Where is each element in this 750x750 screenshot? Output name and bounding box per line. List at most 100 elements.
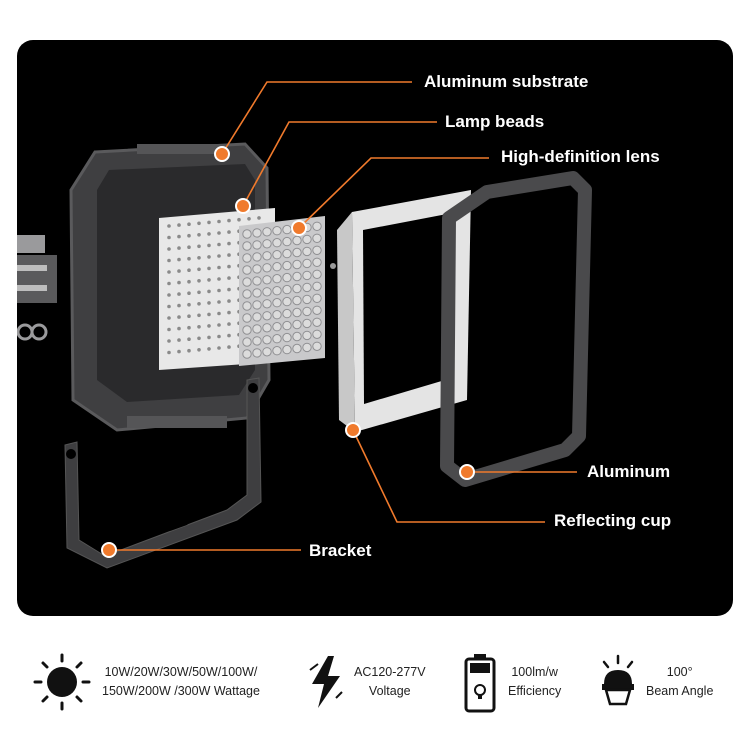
callout-dot-bracket <box>101 542 117 558</box>
spec-beam-angle: 100° Beam Angle <box>596 650 713 714</box>
lens-cell <box>282 296 292 307</box>
led-chip <box>227 276 231 280</box>
led-chip <box>207 312 211 317</box>
lens-cell <box>252 228 262 238</box>
led-chip <box>177 326 181 331</box>
led-chip <box>187 233 191 238</box>
spec-beam-angle-line1: 100° <box>666 665 693 679</box>
callout-label-lamp-beads: Lamp beads <box>445 112 545 131</box>
led-chip <box>197 313 201 318</box>
lens-cell <box>312 257 322 268</box>
led-chip <box>177 257 181 262</box>
beam-lamp-icon <box>602 654 634 706</box>
spec-efficiency-line2: Efficiency <box>508 684 562 698</box>
led-chip <box>217 300 221 304</box>
spec-voltage-line2: Voltage <box>368 684 411 698</box>
led-chip <box>217 334 221 339</box>
callout-dot-high-definition-lens <box>291 220 307 236</box>
led-chip <box>227 287 231 292</box>
led-chip <box>227 253 231 257</box>
lens-cell <box>242 229 252 239</box>
spec-efficiency-line1: 100lm/w <box>511 665 558 679</box>
lens-cell <box>312 233 322 244</box>
lamp-bead-lens-block <box>239 216 325 366</box>
led-chip <box>207 324 211 328</box>
led-chip <box>207 220 211 225</box>
lens-cell <box>242 313 252 323</box>
lens-cell <box>242 277 252 287</box>
lens-cell <box>282 332 292 343</box>
spec-voltage-line1: AC120-277V <box>354 665 426 679</box>
led-chip <box>207 289 211 294</box>
led-chip <box>227 310 231 315</box>
lens-cell <box>262 263 272 273</box>
spec-bar: 10W/20W/30W/50W/100W/ 150W/200W /300W Wa… <box>0 640 750 750</box>
lens-cell <box>282 248 292 259</box>
led-chip <box>187 256 191 261</box>
lens-cell <box>292 331 302 342</box>
led-chip <box>197 302 201 306</box>
lens-cell <box>312 329 322 339</box>
lens-cell <box>282 224 292 235</box>
lens-cell <box>282 272 292 283</box>
lens-cell <box>282 320 292 331</box>
lens-cell <box>292 271 302 282</box>
lens-cell <box>272 310 282 320</box>
led-chip <box>207 232 211 236</box>
lens-cell <box>262 251 272 261</box>
spec-wattage-line1: 10W/20W/30W/50W/100W/ <box>104 665 258 679</box>
led-chip <box>187 291 191 295</box>
lens-cell <box>242 349 252 359</box>
led-chip <box>227 299 231 303</box>
lens-cell <box>252 324 262 334</box>
led-chip <box>187 222 191 226</box>
led-chip <box>177 292 181 296</box>
lens-cell <box>312 305 322 315</box>
lens-cell <box>242 253 252 263</box>
lens-cell <box>252 240 262 250</box>
led-chip <box>197 267 201 272</box>
led-chip <box>167 350 171 355</box>
exploded-view-panel: Aluminum substrate Lamp beads High-defin… <box>17 40 733 616</box>
led-chip <box>217 265 221 270</box>
led-chip <box>187 325 191 330</box>
lens-cell <box>272 286 282 296</box>
led-chip <box>227 345 231 349</box>
lens-cell <box>302 258 312 269</box>
led-chip <box>207 278 211 282</box>
lens-cell <box>312 341 322 351</box>
battery-bulb-icon <box>464 654 496 713</box>
lens-cell <box>302 270 312 281</box>
led-chip <box>167 224 171 228</box>
lens-cell <box>282 344 292 355</box>
led-chip <box>167 339 171 343</box>
spec-wattage-text: 10W/20W/30W/50W/100W/ 150W/200W /300W Wa… <box>102 663 260 701</box>
led-chip <box>197 256 201 260</box>
mount-hardware <box>17 235 57 341</box>
lens-cell <box>282 308 292 319</box>
sun-icon <box>33 653 91 711</box>
led-chip <box>187 245 191 249</box>
spec-beam-angle-line2: Beam Angle <box>646 684 714 698</box>
lens-cell <box>242 325 252 335</box>
led-chip <box>217 219 221 224</box>
lens-cell <box>302 282 312 293</box>
lens-cell <box>292 247 302 258</box>
led-chip <box>177 349 181 354</box>
led-chip <box>167 316 171 320</box>
lens-cell <box>292 259 302 270</box>
led-chip <box>167 327 171 332</box>
lens-cell <box>252 336 262 346</box>
callout-label-aluminum-substrate: Aluminum substrate <box>424 72 589 91</box>
led-chip <box>227 218 231 223</box>
led-chip <box>177 246 181 250</box>
led-chip <box>187 337 191 342</box>
led-chip <box>167 258 171 263</box>
spec-voltage-text: AC120-277V Voltage <box>354 663 426 701</box>
led-chip <box>167 270 171 274</box>
led-chip <box>217 277 221 281</box>
lens-cell <box>302 318 312 329</box>
led-chip <box>227 322 231 326</box>
lens-cell <box>272 298 282 308</box>
led-chip <box>197 244 201 249</box>
